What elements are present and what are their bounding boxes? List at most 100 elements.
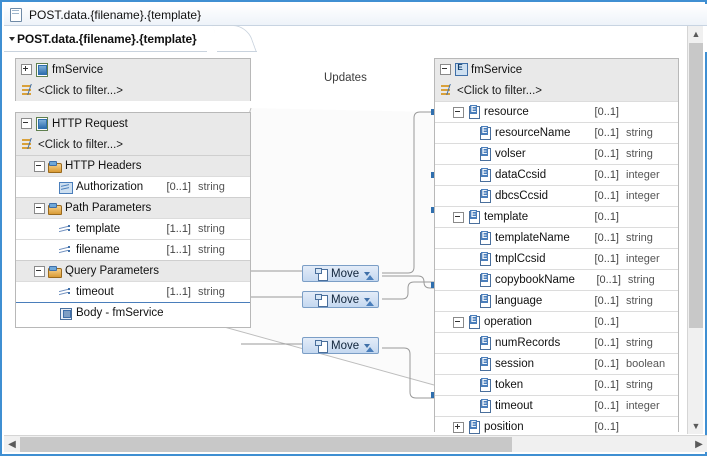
editor-tab-bar: POST.data.{filename}.{template} % % — [4, 26, 707, 71]
cardinality-value: [0..1] — [594, 211, 619, 223]
filter-row[interactable]: <Click to filter...> — [435, 80, 678, 101]
expand-icon[interactable] — [453, 421, 464, 433]
cardinality-value: [1..1] — [166, 286, 191, 298]
chevron-right-icon[interactable]: ▶ — [695, 438, 703, 450]
source-tree-row[interactable]: Authorization[0..1]string — [16, 176, 250, 197]
target-tree-row[interactable]: operation [0..1] — [435, 311, 678, 332]
triangle-up-icon[interactable] — [366, 301, 374, 306]
cardinality-value: [0..1] — [596, 274, 621, 286]
target-tree-row[interactable]: position [0..1] — [435, 416, 678, 434]
source-tree-row[interactable]: HTTP Headers — [16, 155, 250, 176]
triangle-up-icon[interactable] — [366, 347, 374, 352]
collapse-icon[interactable] — [34, 265, 45, 277]
target-tree-row[interactable]: dbcsCcsid[0..1]integer — [435, 185, 678, 206]
target-tree-row[interactable]: timeout[0..1]integer — [435, 395, 678, 416]
tree-node-label: language — [495, 295, 543, 307]
source-root-http-request[interactable]: HTTP Request — [16, 113, 250, 134]
target-tree-row[interactable]: resourceName[0..1]string — [435, 122, 678, 143]
type-value: string — [626, 295, 653, 307]
tree-node-label: position — [484, 421, 524, 433]
chevron-down-icon[interactable]: ▼ — [691, 421, 701, 431]
expand-icon[interactable] — [21, 64, 32, 75]
source-tree-row[interactable]: filename[1..1]string — [16, 239, 250, 260]
collapse-icon[interactable] — [453, 316, 464, 328]
cardinality-value: [0..1] — [594, 316, 619, 328]
tree-node-label: tmplCcsid — [495, 253, 546, 265]
tree-node-label: token — [495, 379, 524, 391]
source-tree-row[interactable]: Path Parameters — [16, 197, 250, 218]
collapse-icon[interactable] — [453, 211, 464, 223]
source-tree-row[interactable]: template[1..1]string — [16, 218, 250, 239]
move-node-label: Move — [331, 339, 360, 352]
chevron-down-icon[interactable] — [364, 297, 371, 302]
target-tree-row[interactable]: resource[0..1] — [435, 101, 678, 122]
updates-label: Updates — [324, 72, 367, 84]
collapse-icon[interactable] — [34, 160, 45, 172]
element-icon — [478, 335, 492, 350]
cardinality-value: [0..1] — [594, 232, 619, 244]
tab-curve — [217, 26, 257, 53]
target-tree-row[interactable]: template[0..1] — [435, 206, 678, 227]
vertical-scrollbar-thumb[interactable] — [689, 43, 703, 328]
source-tree-row[interactable]: Body - fmService — [16, 302, 250, 323]
move-node[interactable]: Move — [302, 291, 379, 308]
horizontal-scrollbar[interactable]: ◀ ▶ — [4, 435, 707, 452]
chevron-left-icon[interactable]: ◀ — [8, 438, 16, 450]
tree-root-label: HTTP Request — [52, 117, 128, 130]
target-tree-row[interactable]: templateName[0..1]string — [435, 227, 678, 248]
collapse-icon[interactable] — [21, 118, 32, 129]
tab-post-data-mapping[interactable]: POST.data.{filename}.{template} — [4, 26, 207, 53]
cardinality-value: [0..1] — [594, 253, 619, 265]
target-tree-row[interactable]: token[0..1]string — [435, 374, 678, 395]
cardinality-value: [0..1] — [594, 421, 619, 433]
target-tree-row[interactable]: dataCcsid[0..1]integer — [435, 164, 678, 185]
cardinality-value: [0..1] — [594, 358, 619, 370]
horizontal-scrollbar-thumb[interactable] — [20, 437, 512, 452]
attribute-icon — [59, 286, 73, 299]
move-transform-icon — [315, 293, 328, 307]
cardinality-value: [0..1] — [594, 169, 619, 181]
target-tree-row[interactable]: language[0..1]string — [435, 290, 678, 311]
tree-node-label: operation — [484, 316, 532, 328]
target-tree-row[interactable]: tmplCcsid[0..1]integer — [435, 248, 678, 269]
chevron-up-icon[interactable]: ▲ — [691, 29, 701, 39]
move-node[interactable]: Move — [302, 265, 379, 282]
vertical-scrollbar[interactable]: ▲ ▼ — [687, 26, 703, 434]
target-tree-row[interactable]: numRecords[0..1]string — [435, 332, 678, 353]
source-tree-row[interactable]: timeout[1..1]string — [16, 281, 250, 302]
target-tree-row[interactable]: copybookName[0..1]string — [435, 269, 678, 290]
cardinality-value: [0..1] — [166, 181, 191, 193]
attribute-box-icon — [59, 181, 73, 194]
target-root-fmservice[interactable]: fmService — [435, 59, 678, 80]
collapse-icon[interactable] — [34, 202, 45, 214]
filter-row[interactable]: <Click to filter...> — [16, 134, 250, 155]
tree-node-label: resourceName — [495, 127, 571, 139]
type-value: string — [198, 223, 225, 235]
service-icon — [454, 63, 468, 76]
collapse-icon[interactable] — [440, 64, 451, 75]
tree-node-label: resource — [484, 106, 529, 118]
source-root-fmservice[interactable]: fmService — [16, 59, 250, 80]
target-tree-row[interactable]: volser[0..1]string — [435, 143, 678, 164]
filter-placeholder: <Click to filter...> — [38, 84, 124, 97]
filter-icon — [440, 84, 454, 97]
move-node[interactable]: Move — [302, 337, 379, 354]
target-tree-row[interactable]: session[0..1]boolean — [435, 353, 678, 374]
triangle-up-icon[interactable] — [366, 275, 374, 280]
chevron-down-icon[interactable] — [364, 271, 371, 276]
tree-node-label: template — [76, 223, 121, 235]
element-icon — [467, 209, 481, 224]
tree-node-label: timeout — [495, 400, 533, 412]
source-tree-row[interactable]: Query Parameters — [16, 260, 250, 281]
folder-icon — [48, 160, 62, 173]
filter-row[interactable]: <Click to filter...> — [16, 80, 250, 101]
chevron-down-icon[interactable] — [9, 36, 15, 41]
tree-node-label: Query Parameters — [65, 265, 159, 277]
tree-node-label: HTTP Headers — [65, 160, 142, 172]
tab-label: POST.data.{filename}.{template} — [17, 31, 197, 46]
message-icon — [35, 117, 49, 131]
cardinality-value: [1..1] — [166, 244, 191, 256]
collapse-icon[interactable] — [453, 106, 464, 118]
chevron-down-icon[interactable] — [364, 343, 371, 348]
